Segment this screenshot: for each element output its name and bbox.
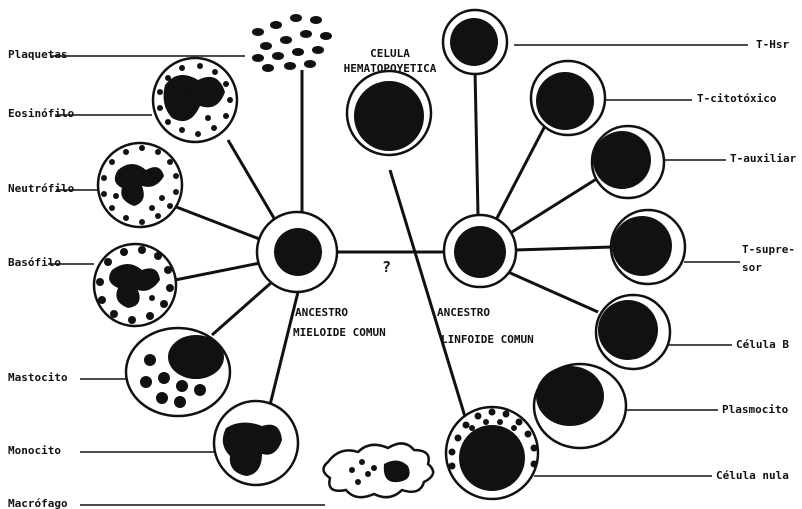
neutrofilo-cell: [98, 143, 182, 227]
eosinofilo-cell: [153, 58, 237, 142]
label-celula-b: Célula B: [736, 338, 789, 351]
macrofago-cell: [323, 443, 433, 497]
branch-eosinofilo: [228, 140, 278, 225]
branch-celula-b: [508, 272, 598, 312]
t-supresor-cell: [611, 210, 685, 284]
plasmocito-cell: [534, 364, 626, 448]
branch-t-hsr: [475, 70, 478, 215]
label-lymphoid-line2: LINFOIDE COMUN: [441, 333, 534, 346]
label-myeloid-line2: MIELOIDE COMUN: [293, 326, 386, 339]
label-mastocito: Mastocito: [8, 371, 68, 384]
label-celula-nula: Célula nula: [716, 469, 789, 482]
celula-b-cell: [596, 295, 670, 369]
right-labels: T-Hsr T-citotóxico T-auxiliar T-supre- s…: [697, 38, 797, 482]
label-monocito: Monocito: [8, 444, 61, 457]
label-t-supresor-line1: T-supre-: [742, 243, 795, 256]
label-basofilo: Basófilo: [8, 256, 61, 269]
myeloid-progenitor-cell: [257, 212, 337, 292]
hematopoietic-stem-cell: [347, 71, 431, 155]
plaquetas-platelets: [252, 14, 332, 72]
branch-t-supresor: [515, 247, 612, 250]
basofilo-cell: [94, 244, 176, 326]
stem-to-lymphoid-line: [390, 170, 466, 420]
label-question-mark: ?: [382, 258, 391, 276]
lymphoid-progenitor-cell: [444, 215, 516, 287]
label-hemato-line2: HEMATOPOYETICA: [344, 62, 437, 75]
branch-monocito: [270, 292, 298, 405]
left-labels: Plaquetas Eosinófilo Neutrófilo Basófilo…: [8, 48, 75, 509]
label-myeloid-line1: ANCESTRO: [295, 306, 348, 319]
label-macrofago: Macrófago: [8, 497, 68, 509]
label-t-auxiliar: T-auxiliar: [730, 152, 797, 165]
label-plaquetas: Plaquetas: [8, 48, 68, 61]
branch-mastocito: [212, 282, 272, 335]
label-plasmocito: Plasmocito: [722, 403, 789, 416]
monocito-cell: [214, 401, 298, 485]
celula-nula-cell: [446, 407, 538, 499]
label-t-hsr: T-Hsr: [756, 38, 789, 51]
label-t-citotoxico: T-citotóxico: [697, 92, 777, 105]
t-citotoxico-cell: [531, 61, 605, 135]
t-hsr-cell: [443, 10, 507, 74]
label-t-supresor-line2: sor: [742, 261, 762, 274]
mastocito-cell: [126, 328, 230, 416]
branch-t-auxiliar: [512, 178, 598, 232]
branch-t-citotoxico: [497, 122, 547, 218]
t-auxiliar-cell: [592, 126, 664, 198]
label-eosinofilo: Eosinófilo: [8, 107, 75, 120]
label-hemato-line1: CELULA: [370, 47, 410, 60]
label-neutrofilo: Neutrófilo: [8, 182, 75, 195]
label-lymphoid-line1: ANCESTRO: [437, 306, 490, 319]
